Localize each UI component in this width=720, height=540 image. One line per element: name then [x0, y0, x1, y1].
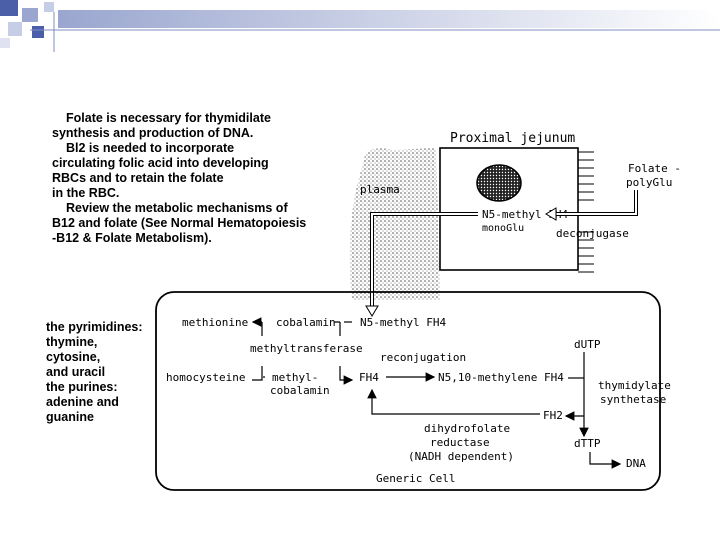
nucleus — [476, 164, 522, 202]
methyl-cobalamin-label-2: cobalamin — [270, 384, 330, 397]
methyltransferase-label: methyltransferase — [250, 342, 363, 355]
intro-line: Review the metabolic mechanisms of — [66, 201, 288, 215]
fh4-label: FH4 — [359, 371, 379, 384]
bases-line: and uracil — [46, 365, 106, 379]
dna-label: DNA — [626, 457, 646, 470]
reconjugation-label: reconjugation — [380, 351, 466, 364]
intro-line: in the RBC. — [52, 186, 120, 200]
bases-line: thymine, — [46, 335, 98, 349]
jejunum-cell — [439, 147, 579, 271]
n5-methyl-label: N5-methyl FH4 — [360, 316, 446, 329]
dhfr-label-3: (NADH dependent) — [408, 450, 514, 463]
generic-cell-label: Generic Cell — [376, 472, 455, 485]
bases-line: the purines: — [46, 380, 118, 394]
intro-line: Bl2 is needed to incorporate — [66, 141, 235, 155]
methyltransferase-brackets — [252, 322, 354, 385]
intro-text: Folate is necessary for thymidilate synt… — [52, 111, 306, 246]
generic-cell — [155, 291, 661, 491]
dhfr-return-arrow — [367, 388, 540, 415]
thymidylate-arrows — [564, 352, 622, 469]
intro-line: B12 and folate (See Normal Hematopoiesis — [52, 216, 307, 230]
dhfr-label-2: reductase — [430, 436, 490, 449]
n5-monoglu-label-1: N5-methyl FH4 — [482, 208, 568, 221]
folate-polyglu-label-2: polyGlu — [626, 176, 672, 189]
deconjugase-label: deconjugase — [556, 227, 629, 240]
methionine-label: methionine — [182, 316, 248, 329]
bases-text: the pyrimidines: thymine, cytosine, and … — [46, 320, 143, 425]
n5-10-methylene-label: N5,10-methylene FH4 — [438, 371, 564, 384]
corner-decoration — [0, 0, 720, 52]
plasma-region — [349, 148, 440, 300]
thymidylate-label-1: thymidylate — [598, 379, 671, 392]
folate-polyglu-label-1: Folate - — [628, 162, 681, 175]
dutp-label: dUTP — [574, 338, 601, 351]
n5-monoglu-label-2: monoGlu — [482, 223, 524, 234]
bases-line: adenine and — [46, 395, 119, 409]
intro-line: RBCs and to retain the folate — [52, 171, 224, 185]
bases-line: the pyrimidines: — [46, 320, 143, 334]
jejunum-title: Proximal jejunum — [450, 131, 575, 146]
thymidylate-label-2: synthetase — [600, 393, 666, 406]
homocysteine-label: homocysteine — [166, 371, 245, 384]
brush-border — [578, 151, 594, 273]
intro-line: synthesis and production of DNA. — [52, 126, 254, 140]
dhfr-label-1: dihydrofolate — [424, 422, 510, 435]
methyl-cobalamin-label-1: methyl- — [272, 371, 318, 384]
plasma-label: plasma — [360, 183, 400, 196]
cobalamin-label: cobalamin — [276, 316, 336, 329]
dttp-label: dTTP — [574, 437, 601, 450]
intro-line: circulating folic acid into developing — [52, 156, 269, 170]
fh2-label: FH2 — [543, 409, 563, 422]
bases-line: cytosine, — [46, 350, 101, 364]
bases-line: guanine — [46, 410, 94, 424]
intro-line: Folate is necessary for thymidilate — [66, 111, 271, 125]
intro-line: -B12 & Folate Metabolism). — [52, 231, 212, 245]
